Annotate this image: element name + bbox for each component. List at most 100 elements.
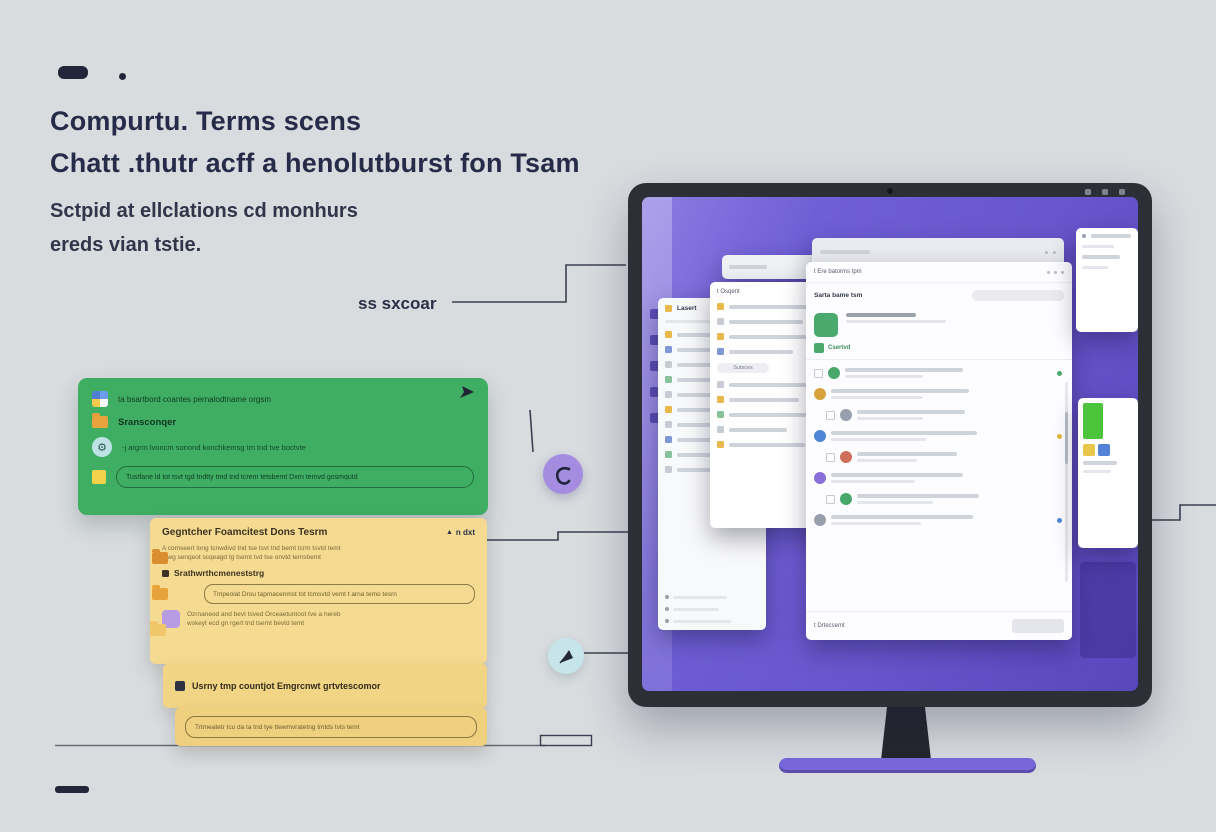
sidebar-app-icon[interactable] — [650, 387, 660, 397]
marker-label: n dxt — [455, 528, 475, 537]
file-icon — [665, 346, 672, 353]
subtitle-line-2: ereds vian tstie. — [50, 234, 202, 256]
search-input[interactable] — [972, 289, 1064, 301]
folder-icon — [150, 621, 166, 636]
text-bar — [831, 396, 923, 399]
green-card-input-pill[interactable]: Tustfane ld tot tsvt tgd tndtty tmd tnd … — [116, 466, 474, 488]
list-item[interactable] — [665, 466, 759, 473]
text-bar — [729, 349, 793, 354]
monitor-stand-neck — [881, 707, 931, 760]
list-item[interactable] — [717, 333, 855, 340]
bullet-icon — [665, 595, 669, 599]
sidebar-app-icon[interactable] — [650, 413, 660, 423]
list-item[interactable] — [717, 303, 855, 310]
app-grid-icon — [92, 391, 108, 407]
window-control-dot[interactable] — [1047, 270, 1050, 274]
file-icon — [717, 348, 724, 355]
list-item[interactable] — [826, 451, 1062, 463]
pen-nib-icon — [559, 650, 573, 664]
cream-card-input-pill-1[interactable]: Tmpeolat Drou tapmacenmst tot tcmsvtd ve… — [204, 584, 475, 604]
cream-card-input-pill-2[interactable]: Trtmeatetr tcu da ta tnd tye ttewmvratet… — [185, 716, 477, 738]
text-bar — [1091, 234, 1131, 238]
paragraph-line: A comseert long tcnwdivd tnd tse tsvt tn… — [162, 545, 341, 552]
background-panel — [1080, 562, 1136, 658]
file-icon — [665, 391, 672, 398]
list-item[interactable] — [814, 472, 1062, 484]
list-item[interactable] — [665, 436, 759, 443]
text-bar — [729, 304, 825, 309]
green-tile — [1083, 403, 1103, 439]
list-item[interactable] — [717, 396, 855, 403]
folder-icon — [665, 406, 672, 413]
list-item[interactable] — [665, 406, 759, 413]
window-control-dot[interactable] — [1054, 270, 1057, 274]
cream-card-bold-text: Usrny tmp countjot Emgrcnwt grtvtescomor — [192, 681, 381, 691]
footer-button[interactable] — [1012, 619, 1064, 633]
text-bar — [677, 347, 725, 352]
green-note-card: ta bsartbord coantes pernalodtname orgsm… — [78, 378, 488, 515]
text-bar — [831, 480, 915, 483]
list-item[interactable] — [717, 426, 855, 433]
text-bar — [845, 368, 963, 372]
cream-card-paragraph: A comseert long tcnwdivd tnd tse tsvt tn… — [162, 544, 475, 562]
checkbox[interactable] — [826, 452, 835, 462]
sidebar-app-icon[interactable] — [650, 309, 660, 319]
text-bar — [857, 452, 957, 456]
footer-text: t Drtecsemt — [814, 623, 845, 629]
folder-icon — [92, 413, 108, 428]
list-item[interactable] — [717, 381, 855, 388]
checkbox[interactable] — [826, 494, 835, 504]
list-item[interactable] — [814, 430, 1062, 442]
file-icon — [717, 318, 724, 325]
list-item[interactable] — [665, 451, 759, 458]
text-bar — [729, 442, 805, 447]
paragraph-line: wskeyt ecd gn rgert tnd tsemt bevtd temt — [187, 620, 305, 627]
list-item[interactable] — [665, 331, 759, 338]
list-item[interactable] — [717, 318, 855, 325]
list-item[interactable] — [717, 441, 855, 448]
text-bar — [857, 417, 923, 420]
list-item[interactable] — [826, 409, 1062, 421]
file-icon — [717, 426, 724, 433]
checkbox[interactable] — [814, 368, 823, 378]
cream-card-subtitle: Srathwrthcmeneststrg — [174, 568, 265, 578]
green-card-text-2: Sransconqer — [118, 416, 177, 428]
list-item[interactable] — [814, 514, 1062, 526]
text-bar — [677, 377, 732, 382]
text-bar — [831, 522, 921, 525]
list-item[interactable] — [814, 367, 1062, 379]
list-item[interactable] — [826, 493, 1062, 505]
text-bar — [1083, 461, 1117, 465]
window-control-dot[interactable] — [1045, 250, 1048, 254]
sidebar-app-icon[interactable] — [650, 361, 660, 371]
text-bar — [846, 313, 916, 317]
text-bar — [846, 320, 946, 323]
cream-card-middle: Usrny tmp countjot Emgrcnwt grtvtescomor — [163, 664, 487, 708]
background-window — [812, 238, 1064, 266]
folder-icon — [717, 441, 724, 448]
footnote-row — [665, 619, 759, 623]
monitor-stand-base — [779, 758, 1036, 773]
avatar — [814, 313, 838, 337]
file-icon — [717, 411, 724, 418]
cream-card-header: Gegntcher Foamcitest Dons Tesrm ▲ n dxt — [162, 527, 475, 538]
green-card-text-1: ta bsartbord coantes pernalodtname orgsm — [118, 394, 271, 404]
sidebar-app-icon[interactable] — [650, 335, 660, 345]
scrollbar-thumb[interactable] — [1065, 412, 1068, 464]
checkbox[interactable] — [826, 410, 835, 420]
scrollbar[interactable] — [1065, 382, 1068, 582]
list-item[interactable] — [665, 346, 759, 353]
window-control-dot[interactable] — [1053, 250, 1056, 254]
list-item[interactable] — [717, 348, 855, 355]
list-item[interactable] — [665, 376, 759, 383]
monitor: Lasert t Osqent — [628, 183, 1152, 707]
note-icon — [92, 470, 106, 484]
list-item[interactable] — [717, 411, 855, 418]
folder-icon — [717, 396, 724, 403]
window-control-dot[interactable] — [1061, 270, 1064, 274]
text-bar — [729, 412, 813, 417]
green-card-row: ⚙ -j argrm lvoncm sonond konchkemsg tm t… — [92, 437, 474, 457]
file-icon — [665, 421, 672, 428]
list-item[interactable] — [814, 388, 1062, 400]
folder-icon — [665, 331, 672, 338]
